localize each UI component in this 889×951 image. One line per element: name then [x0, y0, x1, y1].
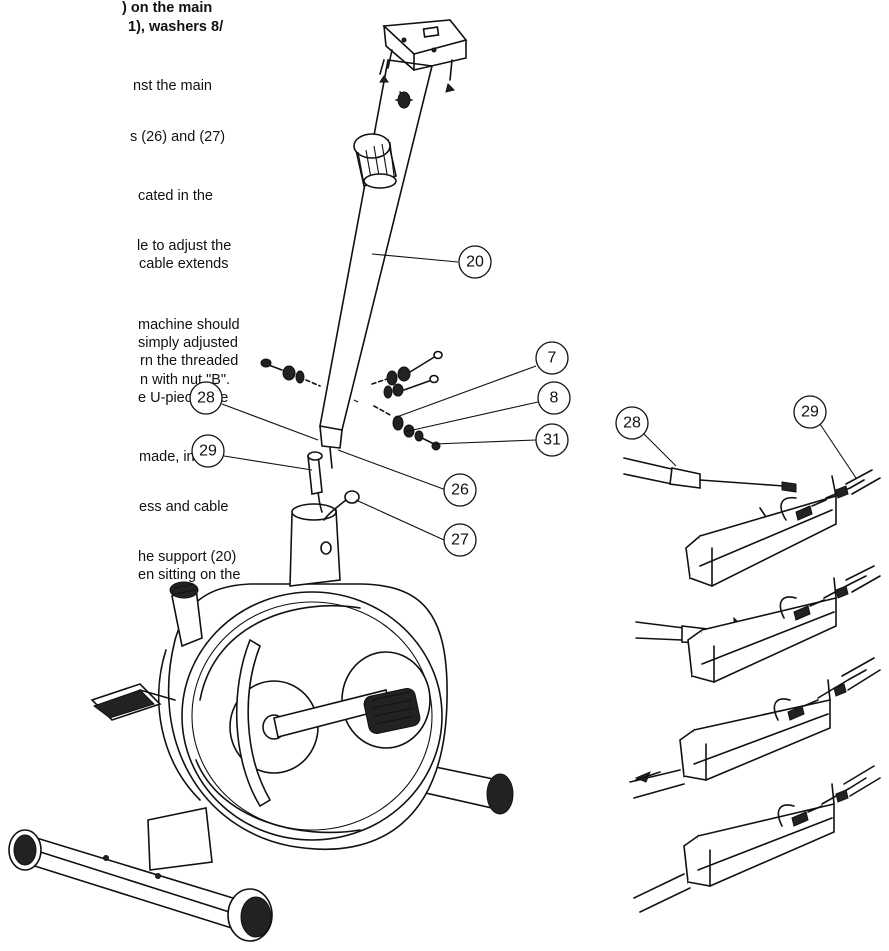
exercise-bike-drawing: 20 7 8 31 28 29 26 27	[8, 19, 571, 942]
detail-callouts: 28 29	[615, 395, 827, 440]
instruction-line-15: he support (20)	[138, 549, 237, 565]
instruction-line-1: ) on the main	[122, 0, 213, 16]
instruction-line-5: cated in the	[138, 188, 213, 204]
callout-28: 28	[189, 381, 223, 415]
svg-text:8: 8	[550, 390, 559, 407]
svg-text:26: 26	[451, 482, 469, 499]
detail-callout-28: 28	[615, 406, 649, 440]
callout-26: 26	[443, 473, 477, 507]
upright-socket	[289, 503, 341, 587]
front-base-tube	[8, 807, 273, 942]
callout-8: 8	[537, 381, 571, 415]
instruction-line-10: rn the threaded	[140, 353, 239, 369]
svg-text:27: 27	[451, 532, 469, 549]
instruction-line-7: cable extends	[139, 256, 229, 272]
callout-27: 27	[443, 523, 477, 557]
seat-post-socket	[169, 581, 203, 648]
flywheel-housing	[157, 583, 448, 851]
left-bolts-washers	[260, 358, 321, 387]
detail-leader-29	[819, 423, 857, 479]
detail-step-3	[629, 657, 881, 799]
main-leader-lines	[221, 253, 539, 541]
detail-callout-29: 29	[793, 395, 827, 429]
callout-20: 20	[458, 245, 492, 279]
instruction-line-8: machine should	[138, 317, 240, 333]
callout-29: 29	[191, 434, 225, 468]
instruction-line-3: nst the main	[133, 78, 212, 94]
instruction-line-16: en sitting on the	[138, 567, 241, 583]
left-pedal	[90, 683, 176, 721]
instruction-line-2: 1), washers 8/	[128, 19, 224, 35]
detail-step-1	[623, 457, 881, 587]
svg-text:28: 28	[197, 390, 215, 407]
instruction-line-4: s (26) and (27)	[130, 129, 226, 145]
right-bolts-washers	[371, 350, 443, 451]
svg-text:29: 29	[199, 443, 217, 460]
callout-7: 7	[535, 341, 569, 375]
svg-text:7: 7	[548, 350, 557, 367]
callout-31: 31	[535, 423, 569, 457]
tension-knob	[353, 133, 397, 189]
cable-connection-detail: 28 29	[615, 395, 881, 913]
detail-step-2	[635, 565, 881, 683]
cable-connector-parts	[307, 451, 360, 521]
svg-text:20: 20	[466, 254, 484, 271]
console-bracket	[379, 19, 468, 109]
svg-text:31: 31	[543, 432, 561, 449]
svg-text:29: 29	[801, 404, 819, 421]
instruction-line-9: simply adjusted	[138, 335, 238, 351]
detail-leader-28	[643, 433, 677, 467]
instruction-line-6: le to adjust the	[137, 238, 232, 254]
upright-support-tube	[319, 59, 433, 469]
detail-step-4	[633, 765, 881, 913]
instruction-line-14: ess and cable	[139, 499, 229, 515]
svg-text:28: 28	[623, 415, 641, 432]
main-callouts: 20 7 8 31 28 29 26 27	[189, 245, 571, 557]
